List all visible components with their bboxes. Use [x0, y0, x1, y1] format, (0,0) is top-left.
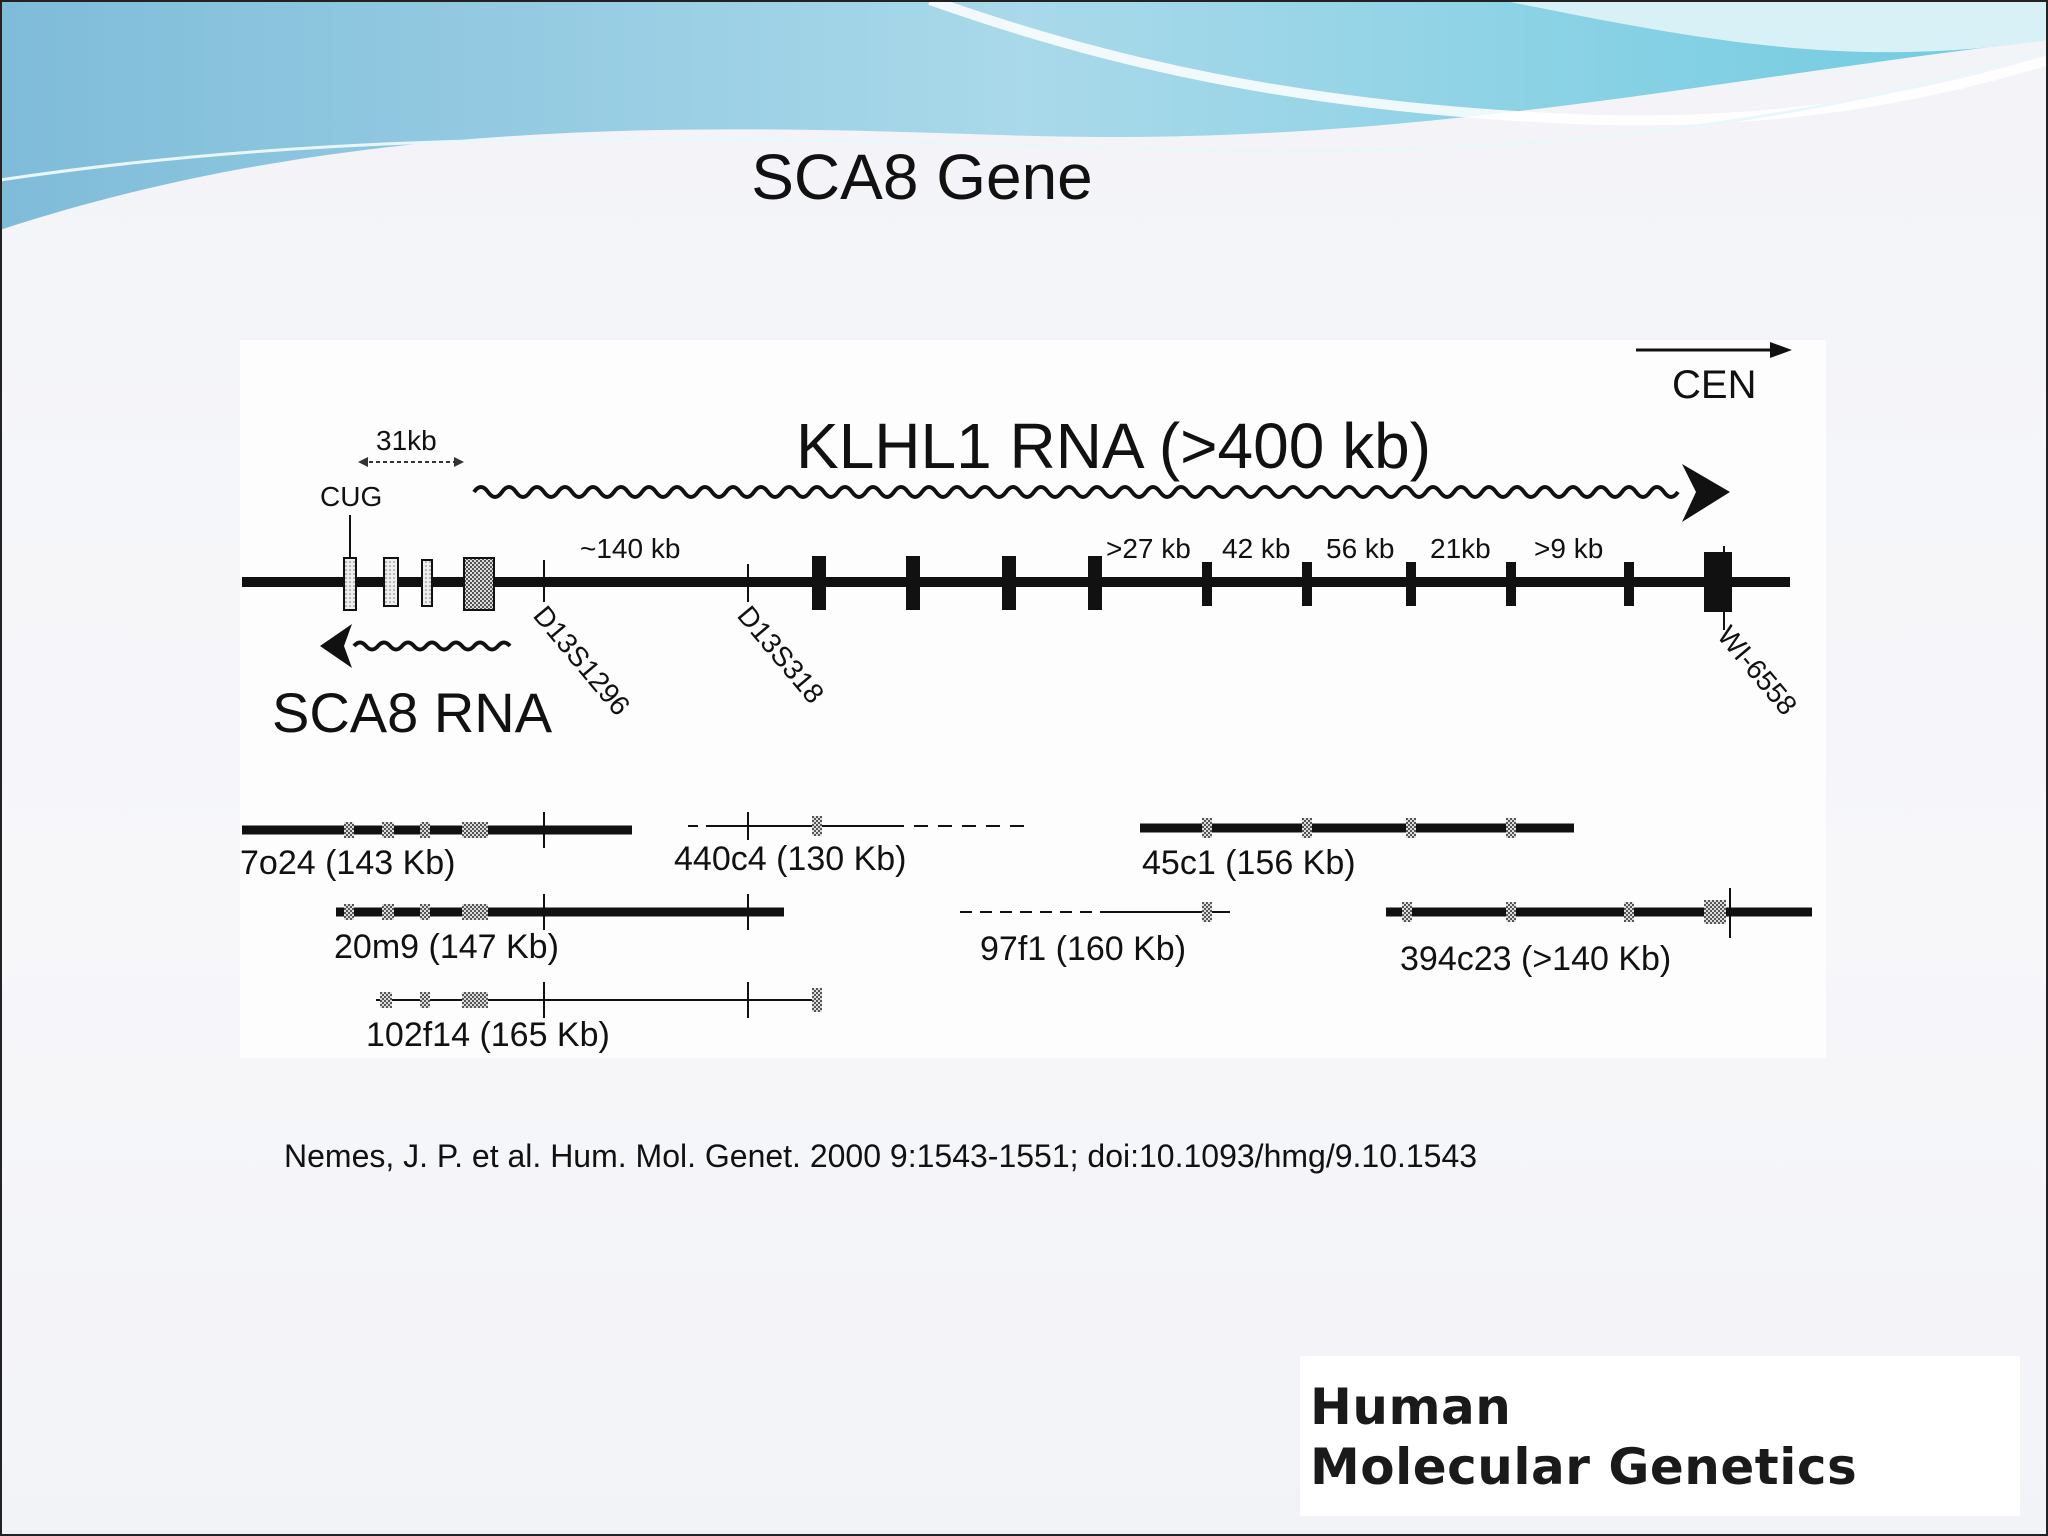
clone-label-45c1: 45c1 (156 Kb)	[1142, 844, 1356, 882]
scale-31kb-label: 31kb	[376, 425, 437, 456]
cen-label: CEN	[1672, 363, 1756, 407]
sca8-exon-4	[463, 557, 495, 611]
cug-label: CUG	[320, 481, 382, 512]
clone-394c23-exon-2	[1506, 902, 1516, 922]
klhl1-exon-10	[1704, 552, 1732, 612]
klhl1-rna-arrowhead	[1682, 464, 1730, 522]
distance-label-140kb: ~140 kb	[580, 533, 680, 564]
clone-102f14-exon-2	[420, 992, 430, 1008]
distance-label-42kb: 42 kb	[1222, 533, 1291, 564]
sca8-exon-2	[383, 557, 399, 607]
clone-7o24-exon-2	[382, 822, 394, 838]
sca8-rna-arrowhead	[320, 624, 352, 668]
logo-line-2: Molecular Genetics	[1310, 1438, 1858, 1496]
clone-label-20m9: 20m9 (147 Kb)	[334, 928, 559, 966]
header-wave-decoration	[0, 0, 2048, 230]
klhl1-exon-5	[1202, 562, 1212, 606]
clone-7o24-exon-1	[344, 822, 354, 838]
sca8-exon-3	[421, 559, 433, 607]
clone-394c23-exon-1	[1402, 902, 1412, 922]
logo-line-1: Human	[1310, 1378, 1512, 1436]
clone-label-7o24: 7o24 (143 Kb)	[240, 844, 456, 882]
klhl1-exon-9	[1624, 562, 1634, 606]
distance-label-27kb: >27 kb	[1106, 533, 1191, 564]
scale-31kb-arrow-left	[358, 457, 368, 467]
clone-102f14-exon-3	[462, 992, 488, 1008]
sca8-rna-label: SCA8 RNA	[272, 681, 553, 744]
wave-highlight	[928, 0, 2048, 126]
sca8-exon-1	[343, 557, 357, 611]
clone-label-97f1: 97f1 (160 Kb)	[980, 930, 1186, 968]
figure-panel: CEN 31kb KLHL1 RNA (>400 kb) CUG ~140 kb…	[240, 340, 1826, 1058]
klhl1-exon-4	[1088, 556, 1102, 610]
clone-102f14-exon-1	[380, 992, 392, 1008]
wave-line	[0, 48, 2048, 182]
clone-label-440c4: 440c4 (130 Kb)	[674, 840, 907, 878]
klhl1-exon-3	[1002, 556, 1016, 610]
clone-45c1-exon-4	[1506, 818, 1516, 838]
wave-band-light	[900, 0, 2048, 53]
marker-label-wi6558: WI-6558	[1711, 620, 1803, 721]
sca8-rna-wave	[352, 640, 512, 652]
klhl1-exon-2	[906, 556, 920, 610]
clone-394c23-exon-4	[1704, 900, 1726, 924]
clone-45c1-exon-1	[1202, 818, 1212, 838]
clone-7o24-exon-3	[420, 822, 430, 838]
journal-logo: Human Molecular Genetics	[1300, 1356, 2020, 1516]
gene-map-figure: CEN 31kb KLHL1 RNA (>400 kb) CUG ~140 kb…	[240, 342, 1812, 1054]
clone-102f14-exon-4	[812, 988, 822, 1012]
klhl1-exon-1	[812, 556, 826, 610]
klhl1-exon-7	[1406, 562, 1416, 606]
citation-text: Nemes, J. P. et al. Hum. Mol. Genet. 200…	[284, 1138, 1478, 1174]
clone-20m9-exon-1	[344, 904, 354, 920]
clone-label-102f14: 102f14 (165 Kb)	[366, 1016, 610, 1054]
distance-label-9kb: >9 kb	[1534, 533, 1603, 564]
marker-label-d13s318: D13S318	[731, 600, 830, 709]
clone-20m9-exon-4	[462, 904, 488, 920]
clone-45c1-exon-3	[1406, 818, 1416, 838]
klhl1-exon-6	[1302, 562, 1312, 606]
klhl1-exon-8	[1506, 562, 1516, 606]
clone-97f1-exon	[1202, 902, 1212, 922]
distance-label-21kb: 21kb	[1430, 533, 1491, 564]
scale-31kb-arrow-right	[454, 457, 464, 467]
clone-45c1-exon-2	[1302, 818, 1312, 838]
cen-arrow-head	[1770, 342, 1792, 358]
slide-title: SCA8 Gene	[751, 141, 1093, 213]
klhl1-rna-label: KLHL1 RNA (>400 kb)	[796, 410, 1431, 482]
clone-20m9-exon-2	[382, 904, 394, 920]
wave-band-dark	[0, 0, 2048, 230]
clone-label-394c23: 394c23 (>140 Kb)	[1400, 940, 1671, 978]
clone-440c4-exon	[812, 816, 822, 836]
clone-20m9-exon-3	[420, 904, 430, 920]
clone-394c23-exon-3	[1624, 902, 1634, 922]
klhl1-rna-wave	[472, 485, 1680, 499]
clone-7o24-exon-4	[462, 822, 488, 838]
distance-label-56kb: 56 kb	[1326, 533, 1395, 564]
